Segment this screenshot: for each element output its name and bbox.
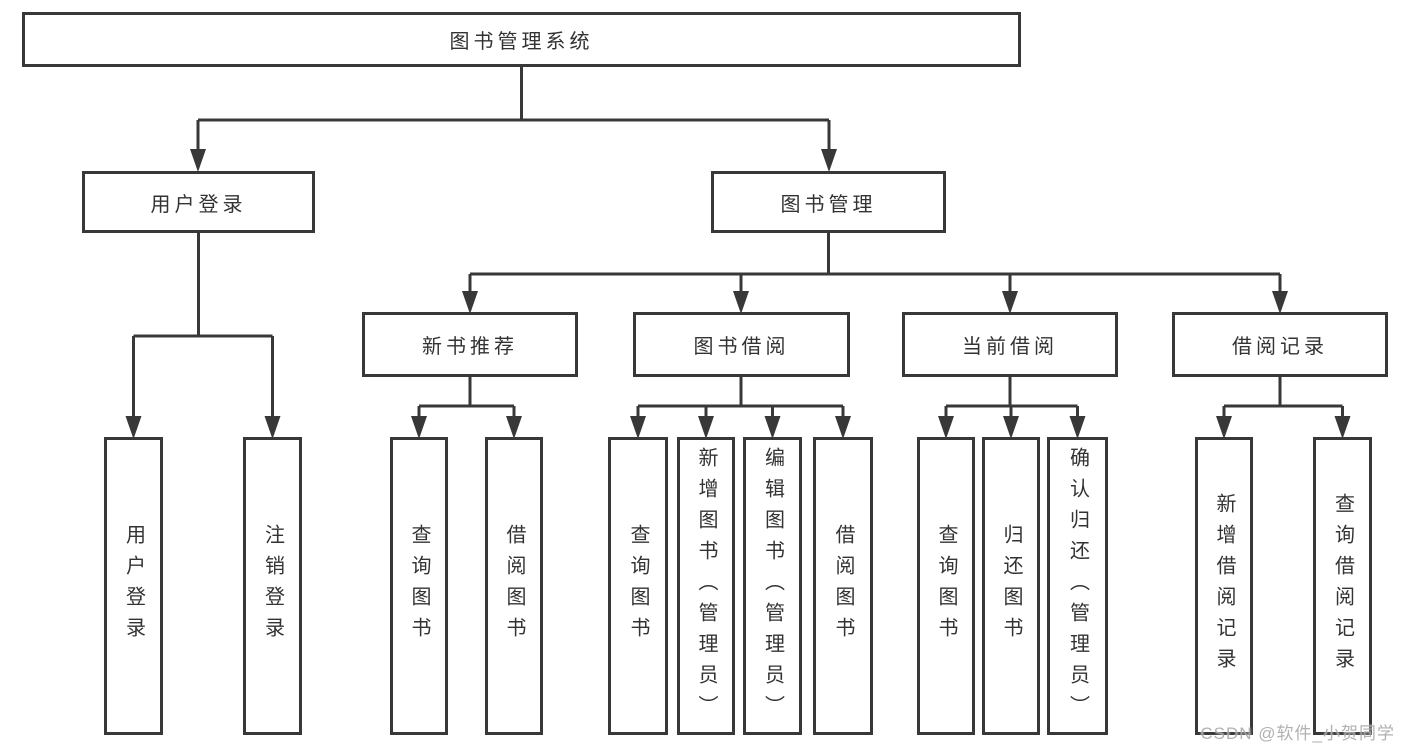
node-label: 借阅图书 — [832, 524, 854, 648]
leaf-edit-books-admin: 编辑图书（管理员） — [743, 437, 802, 735]
node-label: 编辑图书（管理员） — [761, 446, 784, 726]
node-current-borrowing: 当前借阅 — [902, 312, 1118, 377]
node-label: 新书推荐 — [422, 336, 518, 358]
node-label: 图书管理 — [780, 193, 877, 216]
node-label: 当前借阅 — [962, 336, 1058, 358]
leaf-logout: 注销登录 — [243, 437, 302, 735]
node-label: 查询图书 — [935, 524, 957, 648]
node-label: 图书管理系统 — [449, 31, 594, 53]
leaf-confirm-return-admin: 确认归还（管理员） — [1047, 437, 1108, 735]
node-label: 查询图书 — [627, 524, 649, 648]
node-label: 确认归还（管理员） — [1066, 446, 1089, 726]
csdn-watermark: CSDN @软件_小贺同学 — [1200, 724, 1395, 743]
node-user-login-branch: 用户登录 — [82, 171, 315, 233]
node-label: 用户登录 — [122, 524, 145, 648]
node-library-system: 图书管理系统 — [22, 12, 1021, 67]
node-book-management: 图书管理 — [711, 171, 946, 233]
node-label: 注销登录 — [261, 524, 284, 648]
leaf-query-books-recommend: 查询图书 — [390, 437, 448, 735]
arrowheads — [125, 149, 1351, 439]
leaf-query-borrow-record: 查询借阅记录 — [1313, 437, 1372, 735]
node-label: 借阅记录 — [1232, 336, 1328, 358]
node-label: 用户登录 — [150, 193, 247, 216]
node-label: 借阅图书 — [503, 524, 525, 648]
node-label: 新增图书（管理员） — [695, 446, 717, 726]
leaf-add-books-admin: 新增图书（管理员） — [677, 437, 735, 735]
leaf-query-books-current: 查询图书 — [917, 437, 975, 735]
leaf-return-books: 归还图书 — [982, 437, 1040, 735]
leaf-user-login: 用户登录 — [104, 437, 163, 735]
leaf-borrow-books-recommend: 借阅图书 — [485, 437, 543, 735]
node-book-borrowing: 图书借阅 — [633, 312, 850, 377]
leaf-add-borrow-record: 新增借阅记录 — [1195, 437, 1253, 735]
leaf-borrow-books: 借阅图书 — [813, 437, 873, 735]
node-label: 查询借阅记录 — [1331, 493, 1354, 679]
node-label: 查询图书 — [408, 524, 430, 648]
node-borrowing-records: 借阅记录 — [1172, 312, 1388, 377]
leaf-query-books-borrowing: 查询图书 — [608, 437, 668, 735]
node-label: 新增借阅记录 — [1213, 493, 1235, 679]
node-label: 归还图书 — [1000, 524, 1022, 648]
node-new-book-recommend: 新书推荐 — [362, 312, 578, 377]
node-label: 图书借阅 — [693, 336, 790, 358]
